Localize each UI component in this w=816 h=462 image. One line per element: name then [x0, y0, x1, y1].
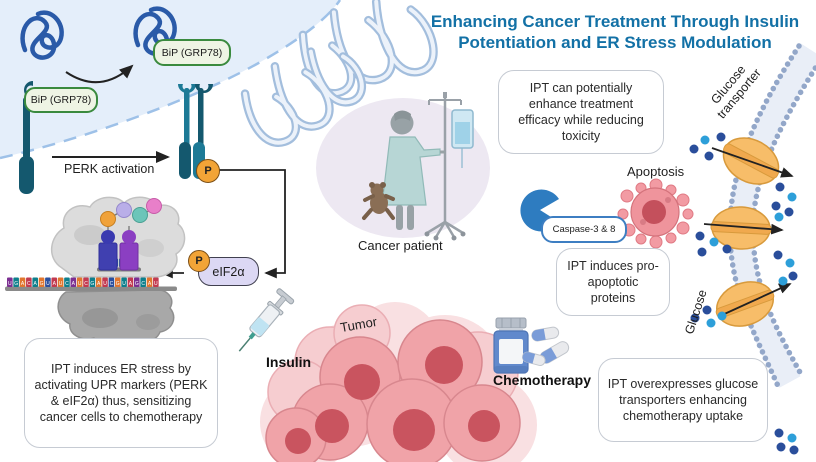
- svg-text:U: U: [46, 281, 50, 287]
- chemotherapy-pills-icon: [493, 317, 570, 374]
- chemotherapy-label: Chemotherapy: [493, 372, 592, 388]
- svg-text:G: G: [116, 281, 120, 287]
- svg-text:U: U: [8, 281, 12, 287]
- svg-text:U: U: [59, 281, 63, 287]
- callout-pro-apoptotic: IPT induces pro-apoptotic proteins: [556, 248, 670, 316]
- svg-text:C: C: [65, 281, 69, 287]
- svg-text:C: C: [141, 281, 145, 287]
- glucose-transporter-icon: [703, 137, 794, 327]
- svg-text:U: U: [103, 281, 107, 287]
- cancer-patient-icon: [316, 92, 490, 241]
- svg-text:A: A: [34, 281, 38, 287]
- title-line-1: Enhancing Cancer Treatment Through Insul…: [430, 12, 800, 31]
- protein-release-arrow: [65, 64, 134, 84]
- callout-er-stress: IPT induces ER stress by activating UPR …: [24, 338, 218, 448]
- apoptosis-label: Apoptosis: [627, 164, 685, 179]
- svg-text:G: G: [135, 281, 139, 287]
- glucose-molecules-icon: [689, 132, 799, 455]
- tumor-icon: [260, 302, 537, 462]
- svg-text:U: U: [154, 281, 158, 287]
- title-line-2: Potentiation and ER Stress Modulation: [458, 32, 772, 52]
- bip-grp78-label-left: BiP (GRP78): [24, 87, 98, 113]
- insulin-label: Insulin: [266, 354, 312, 370]
- cancer-patient-label: Cancer patient: [358, 238, 443, 253]
- svg-text:G: G: [90, 281, 94, 287]
- svg-text:U: U: [78, 281, 82, 287]
- phospho-badge-perk: P: [196, 159, 220, 183]
- svg-text:A: A: [72, 281, 76, 287]
- page-title: Enhancing Cancer Treatment Through Insul…: [420, 12, 810, 53]
- svg-text:C: C: [27, 281, 31, 287]
- svg-text:A: A: [129, 281, 133, 287]
- svg-text:A: A: [53, 281, 57, 287]
- svg-text:A: A: [21, 281, 25, 287]
- perk-activation-label: PERK activation: [64, 162, 155, 176]
- phospho-badge-eif2a: P: [188, 250, 210, 272]
- bip-grp78-label-right: BiP (GRP78): [153, 39, 231, 66]
- eif2a-label: eIF2α: [198, 257, 259, 286]
- svg-text:C: C: [110, 281, 114, 287]
- svg-text:G: G: [40, 281, 44, 287]
- svg-text:C: C: [84, 281, 88, 287]
- svg-text:G: G: [14, 281, 18, 287]
- callout-glucose-uptake: IPT overexpresses glucose transporters e…: [598, 358, 768, 442]
- insulin-syringe-icon: [238, 288, 295, 352]
- svg-text:A: A: [148, 281, 152, 287]
- er-tubule-icon: [240, 0, 438, 147]
- svg-text:U: U: [122, 281, 126, 287]
- callout-efficacy: IPT can potentially enhance treatment ef…: [498, 70, 664, 154]
- er-cell-region: [0, 0, 342, 160]
- apoptosis-cell-icon: [617, 178, 694, 249]
- svg-text:A: A: [97, 281, 101, 287]
- caspase-3-8-label: Caspase-3 & 8: [541, 216, 627, 243]
- perk-to-eif2a-connector: [218, 169, 286, 279]
